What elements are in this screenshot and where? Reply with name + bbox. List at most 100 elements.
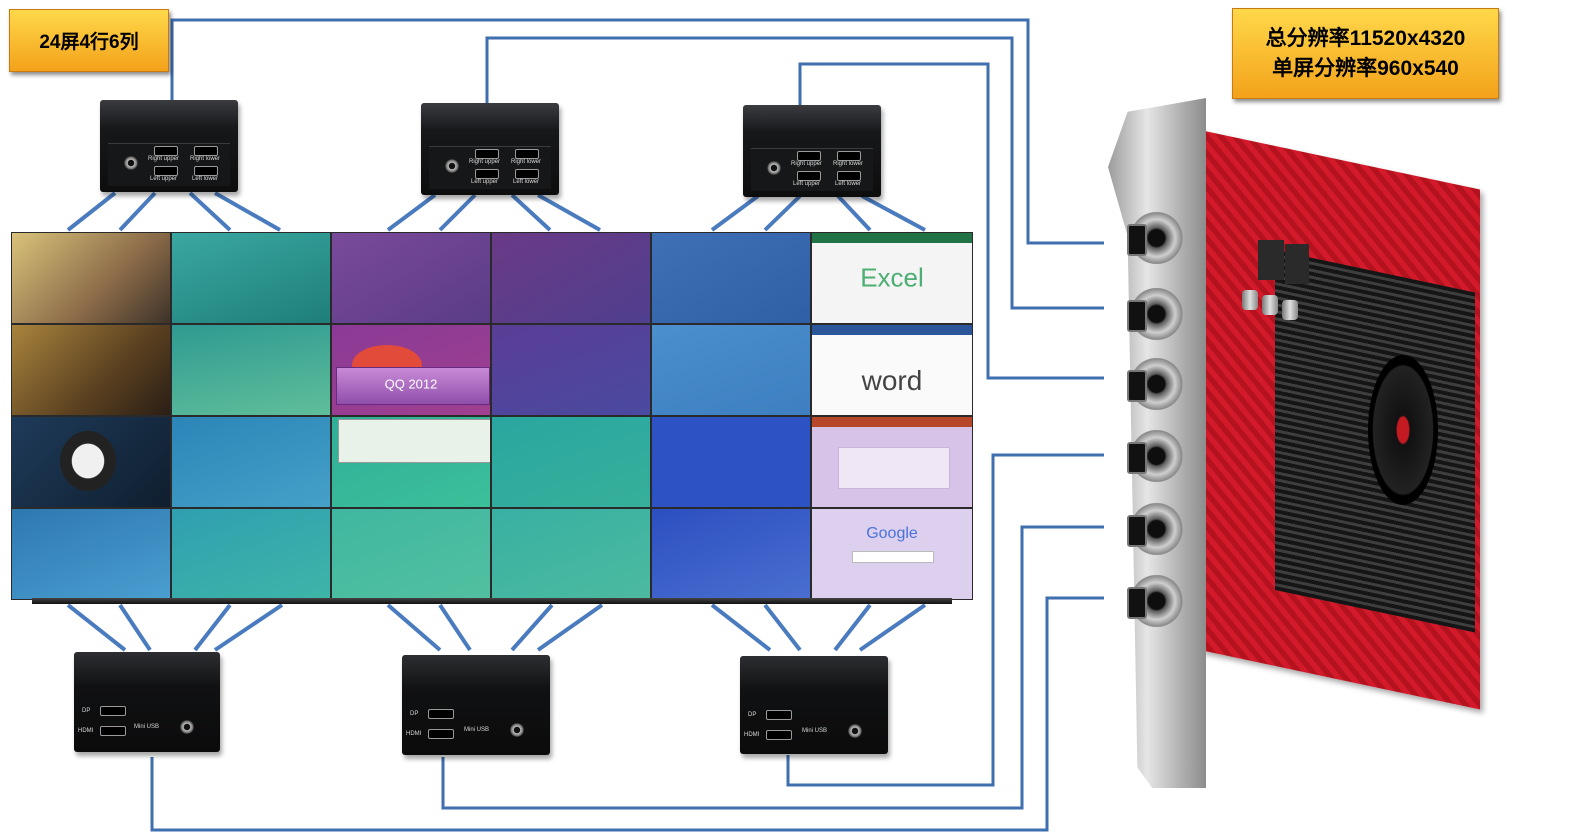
port-label: DP [410,711,419,717]
hdmi-port-icon [100,726,126,736]
resolution-label: 总分辨率11520x4320 单屏分辨率960x540 [1232,8,1499,99]
top-cables [170,18,1104,380]
screen-tile [491,324,651,416]
screen-tile [331,508,491,600]
screen-tile [11,508,171,600]
line [66,191,117,232]
hdmi-port-icon [837,171,861,181]
port-label: DP [748,712,757,718]
screen-tile [11,232,171,324]
screen-tile [171,508,331,600]
line [118,191,157,232]
port-label: DP [82,708,91,714]
line [214,191,281,232]
port-label: HDMI [78,728,94,734]
displayport-icon [1125,212,1195,264]
capacitor-icon [1242,290,1258,310]
cable-bottom-left [150,596,1104,832]
screen-tile [651,324,811,416]
hdmi-port-icon [475,169,499,179]
port-label: Right upper [469,159,501,165]
splitter-faceplate: Right upper Right lower Left upper Left … [108,143,230,186]
port-label: HDMI [406,731,422,737]
displayport-icon [1125,358,1195,410]
splitter-faceplate: Right upper Right lower Left upper Left … [429,146,551,189]
power-jack-icon [180,720,194,734]
screen-tile [331,416,491,508]
screen-tile [491,232,651,324]
line [188,191,232,232]
hdmi-port-icon [194,146,218,156]
line [763,603,802,652]
port-label: Right upper [791,161,823,167]
top-splitter-right: Right upper Right lower Left upper Left … [743,105,881,197]
layout-label: 24屏4行6列 [9,9,169,72]
hdmi-port-icon [154,146,178,156]
power-jack-icon [445,159,459,173]
port-label: Left upper [471,179,499,185]
line [66,603,127,652]
line [438,193,477,232]
splitter-faceplate: Right upper Right lower Left upper Left … [751,148,873,191]
screen-tile [11,324,171,416]
hdmi-port-icon [428,729,454,739]
screen-tile [171,416,331,508]
excel-label: Excel [860,262,924,293]
hdmi-port-icon [837,151,861,161]
cable-top-right [798,62,1104,380]
line [118,603,152,652]
hdmi-port-icon [194,166,218,176]
top-splitter-middle: Right upper Right lower Left upper Left … [421,103,559,195]
word-screen-tile: word [811,324,973,416]
line [510,193,552,232]
screen-tile [651,416,811,508]
splitter-to-wall-lines [66,191,927,652]
port-label: Left upper [150,176,178,182]
line [536,603,604,652]
port-label: Mini USB [464,727,490,733]
displayport-icon [1125,503,1195,555]
screen-tile [811,416,973,508]
displayport-icon [1125,575,1195,627]
hdmi-port-icon [797,171,821,181]
screen-tile [651,508,811,600]
port-label: Mini USB [134,724,160,730]
screen-tile [651,232,811,324]
google-screen-tile: Google [811,508,973,600]
line [858,603,927,652]
excel-screen-tile: Excel [811,232,973,324]
screen-tile [331,232,491,324]
gpu-fan-icon [1368,355,1438,505]
line [763,194,802,232]
line [833,603,872,652]
bottom-splitter-right: DP HDMI Mini USB [740,656,888,754]
line [386,193,437,232]
cable-top-left [170,18,1104,245]
qq-label: QQ 2012 [384,376,438,392]
hdmi-port-icon [475,149,499,159]
line [710,603,772,652]
line [193,603,232,652]
screen-tile [491,508,651,600]
capacitor-icon [1282,300,1298,320]
line [213,603,284,652]
cable-bottom-middle [441,525,1104,810]
screen-tile [171,232,331,324]
port-label: Right lower [190,156,221,162]
port-label: HDMI [744,732,760,738]
port-label: Right upper [148,156,180,162]
hdmi-port-icon [766,730,792,740]
hdmi-port-icon [515,149,539,159]
line [537,193,601,232]
line [710,194,760,232]
screen-tile [491,416,651,508]
power-jack-icon [767,161,781,175]
capacitor-icon [1262,295,1278,315]
bottom-cables [150,453,1104,832]
hdmi-port-icon [797,151,821,161]
top-splitter-left: Right upper Right lower Left upper Left … [100,100,238,192]
line [438,603,472,652]
hdmi-port-icon [515,169,539,179]
line [510,603,554,652]
port-label: Left lower [513,179,540,185]
